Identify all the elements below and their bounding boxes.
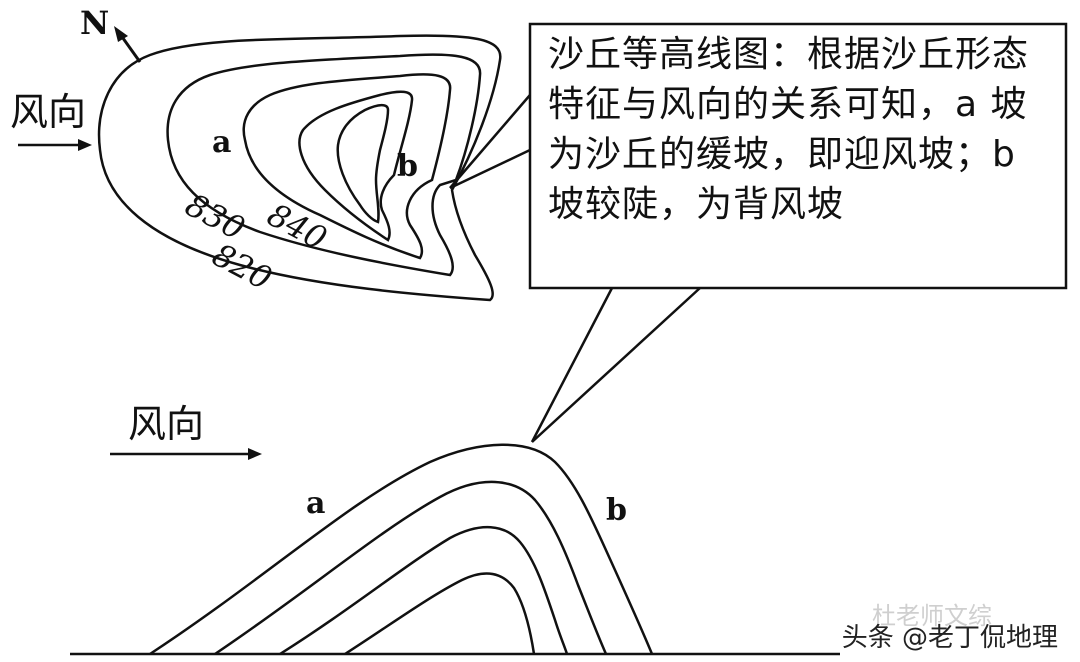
contour-840 bbox=[242, 73, 452, 260]
profile-layer-4 bbox=[344, 572, 536, 656]
top-wind-label: 风向 bbox=[10, 90, 86, 134]
contour-inner-1 bbox=[298, 90, 414, 242]
top-slope-b: b bbox=[397, 149, 418, 184]
contour-inner-2 bbox=[336, 103, 390, 224]
profile-layer-3 bbox=[279, 526, 569, 656]
profile-slope-a: a bbox=[306, 486, 325, 521]
watermark-text: 头条 @老丁侃地理 bbox=[841, 623, 1058, 653]
profile-slope-b: b bbox=[606, 493, 627, 528]
contour-820 bbox=[97, 34, 502, 302]
bottom-wind-label: 风向 bbox=[128, 402, 204, 446]
dune-profile bbox=[149, 443, 654, 656]
callout-box bbox=[449, 22, 1068, 443]
top-slope-a: a bbox=[212, 125, 231, 160]
top-wind-arrow-icon bbox=[18, 139, 92, 151]
north-label: N bbox=[80, 4, 109, 42]
contour-lines bbox=[97, 34, 502, 302]
contour-label-820: 820 bbox=[206, 236, 278, 298]
callout-text: 沙丘等高线图：根据沙丘形态特征与风向的关系可知，a 坡为沙丘的缓坡，即迎风坡；b… bbox=[548, 34, 1030, 225]
watermark-ghost: 杜老师文综 bbox=[872, 602, 992, 630]
contour-label-830: 830 bbox=[179, 186, 251, 248]
north-arrow-icon bbox=[114, 26, 142, 63]
profile-layer-1 bbox=[149, 443, 654, 656]
profile-layer-2 bbox=[214, 480, 608, 656]
contour-830 bbox=[166, 53, 482, 277]
bottom-wind-arrow-icon bbox=[110, 448, 262, 460]
